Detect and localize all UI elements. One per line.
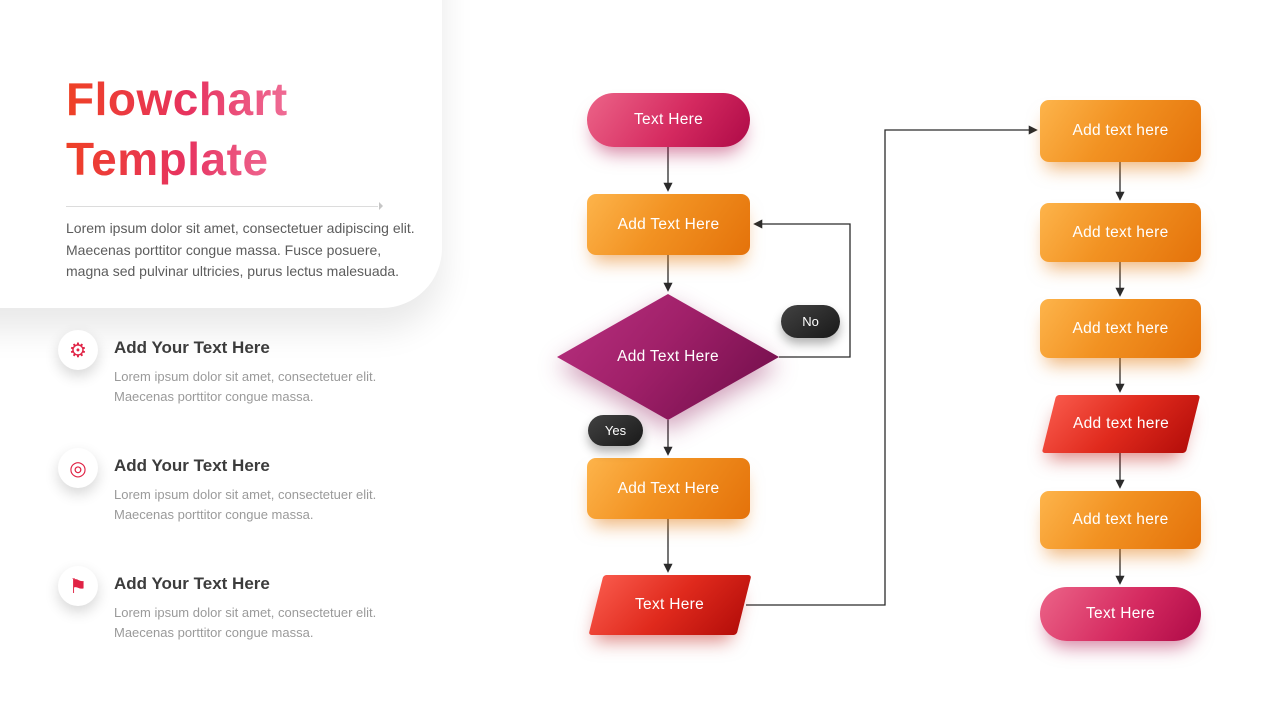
feature-title: Add Your Text Here	[114, 338, 270, 357]
flow-label: Add Text Here	[617, 479, 720, 497]
flow-label: Add text here	[1072, 415, 1170, 432]
flow-right-io: Add text here	[1041, 395, 1201, 453]
flag-icon-glyph: ⚑	[69, 575, 87, 598]
arrow-output-to-right-column	[746, 125, 1038, 606]
intro-paragraph: Lorem ipsum dolor sit amet, consectetuer…	[66, 220, 415, 280]
flow-io-output: Text Here	[588, 575, 752, 635]
flow-start-terminator: Text Here	[587, 93, 750, 147]
flow-label: Text Here	[633, 111, 704, 128]
feature-text: Add Your Text Here Lorem ipsum dolor sit…	[114, 330, 394, 407]
flow-label: Text Here	[1085, 605, 1156, 622]
badge-label: Yes	[604, 423, 627, 438]
gear-icon-glyph: ⚙	[69, 339, 87, 362]
decision-diamond: Add Text Here	[557, 294, 779, 420]
flag-icon: ⚑	[58, 566, 98, 606]
feature-text: Add Your Text Here Lorem ipsum dolor sit…	[114, 566, 394, 643]
flow-label: Add Text Here	[617, 215, 720, 233]
flow-right-process-2: Add text here	[1040, 203, 1201, 262]
flow-right-process-3: Add text here	[1040, 299, 1201, 358]
badge-label: No	[802, 314, 819, 329]
title-line-1: Flowchart	[66, 73, 288, 125]
flow-right-process-1: Add text here	[1040, 100, 1201, 162]
target-icon-glyph: ◎	[69, 457, 87, 480]
feature-item: ◎ Add Your Text Here Lorem ipsum dolor s…	[58, 448, 398, 525]
title-card-background	[0, 0, 442, 308]
gear-icon: ⚙	[58, 330, 98, 370]
feature-item: ⚑ Add Your Text Here Lorem ipsum dolor s…	[58, 566, 398, 643]
flow-label: Text Here	[635, 596, 705, 613]
flow-decision: Add Text Here	[557, 294, 779, 420]
flow-right-process-4: Add text here	[1040, 491, 1201, 549]
feature-body: Lorem ipsum dolor sit amet, consectetuer…	[114, 605, 377, 641]
badge-no: No	[781, 305, 840, 338]
flow-process-1: Add Text Here	[587, 194, 750, 255]
feature-text: Add Your Text Here Lorem ipsum dolor sit…	[114, 448, 394, 525]
badge-yes: Yes	[588, 415, 643, 446]
target-icon: ◎	[58, 448, 98, 488]
flow-label: Add Text Here	[617, 348, 719, 365]
flow-label: Add text here	[1072, 319, 1169, 337]
flow-label: Add text here	[1072, 223, 1169, 241]
feature-item: ⚙ Add Your Text Here Lorem ipsum dolor s…	[58, 330, 398, 407]
flow-process-2: Add Text Here	[587, 458, 750, 519]
title-divider	[66, 202, 383, 210]
title-line-2: Template	[66, 132, 269, 185]
feature-title: Add Your Text Here	[114, 574, 270, 593]
feature-body: Lorem ipsum dolor sit amet, consectetuer…	[114, 369, 377, 405]
flow-end-terminator: Text Here	[1040, 587, 1201, 641]
flow-label: Add text here	[1072, 511, 1169, 528]
flow-label: Add text here	[1072, 122, 1169, 139]
feature-title: Add Your Text Here	[114, 456, 270, 475]
feature-body: Lorem ipsum dolor sit amet, consectetuer…	[114, 487, 377, 523]
